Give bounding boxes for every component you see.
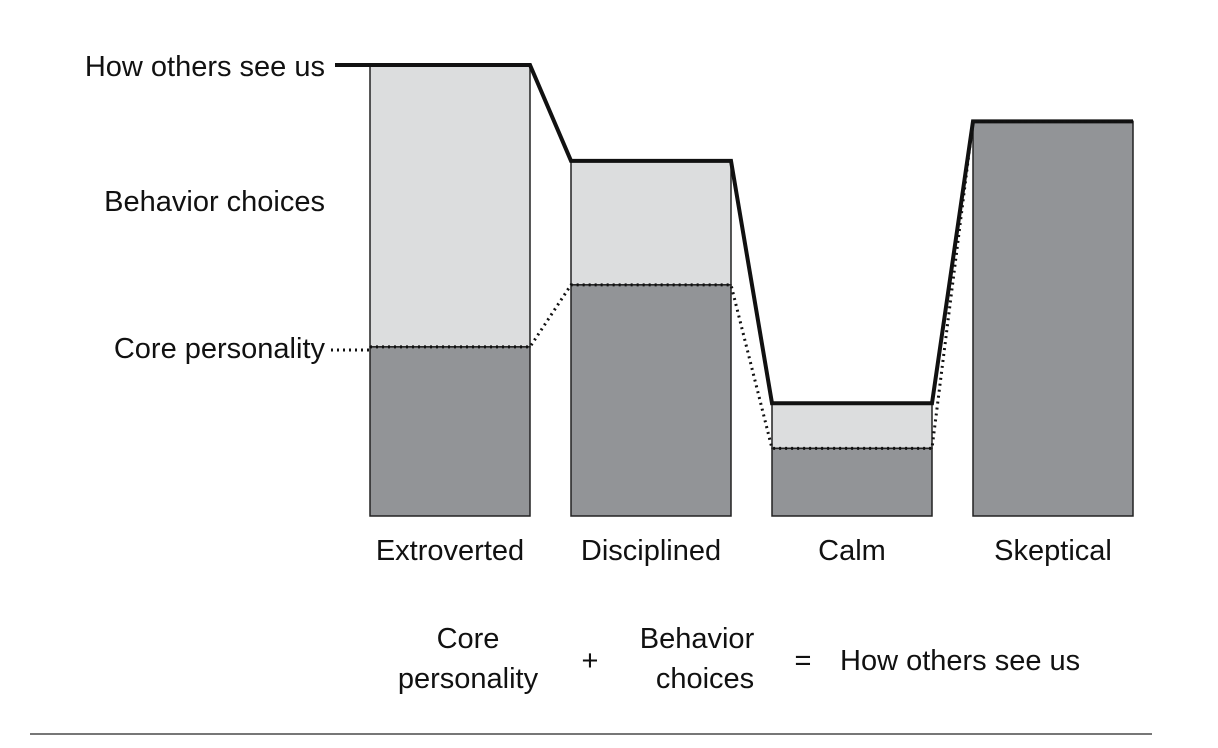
connector-lines: [370, 63, 1133, 450]
equation: Core personality + Behavior choices = Ho…: [398, 623, 1080, 695]
bar-core-disciplined: [570, 284, 732, 517]
bar-behavior-extroverted: [369, 64, 531, 348]
equation-term1-line2: personality: [398, 663, 539, 695]
line-core-personality: [370, 119, 1133, 450]
equation-term2-line2: choices: [656, 663, 754, 695]
bar-behavior-disciplined: [570, 160, 732, 286]
bar-behavior-calm: [771, 402, 933, 450]
equation-result: How others see us: [840, 645, 1080, 677]
label-core-personality: Core personality: [114, 333, 326, 365]
label-behavior-choices: Behavior choices: [104, 186, 325, 218]
bars-group: [369, 64, 1134, 517]
equation-plus: +: [582, 645, 599, 677]
label-how-others-see-us: How others see us: [85, 51, 325, 83]
category-label-skeptical: Skeptical: [994, 535, 1112, 567]
bar-core-extroverted: [369, 346, 531, 517]
equation-equals: =: [795, 645, 812, 677]
equation-term1-line1: Core: [437, 623, 500, 655]
bar-core-calm: [771, 447, 933, 517]
category-labels: Extroverted Disciplined Calm Skeptical: [376, 535, 1112, 567]
category-label-extroverted: Extroverted: [376, 535, 524, 567]
bar-core-skeptical: [972, 120, 1134, 517]
line-how-others-see-us: [370, 63, 1133, 406]
equation-term2-line1: Behavior: [640, 623, 755, 655]
category-label-disciplined: Disciplined: [581, 535, 721, 567]
category-label-calm: Calm: [818, 535, 886, 567]
